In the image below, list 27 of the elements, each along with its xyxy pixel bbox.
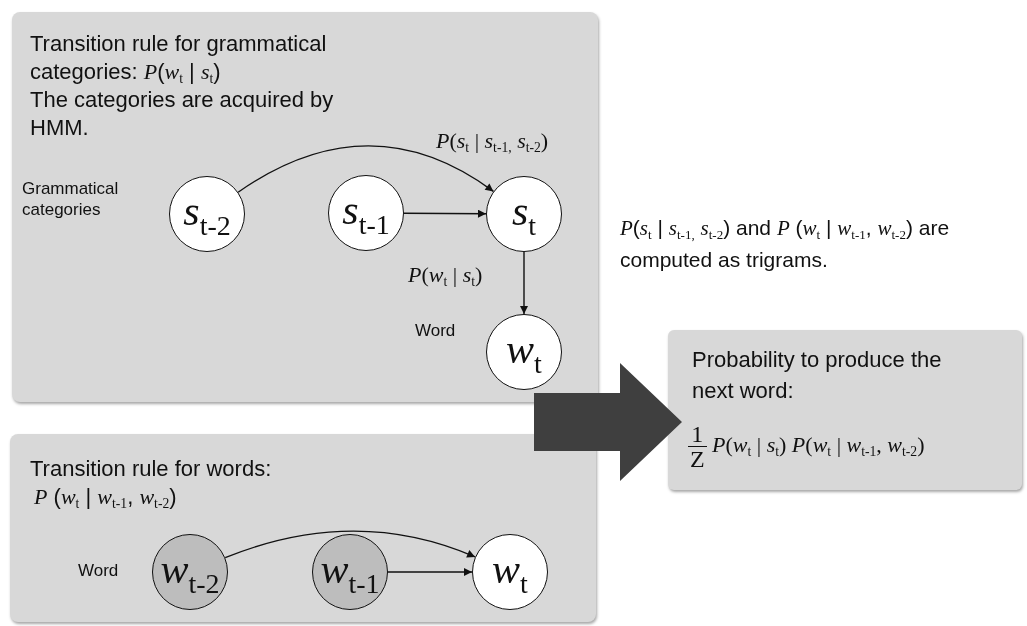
- row-label: Word: [415, 320, 457, 341]
- panel-heading: Transition rule for words:: [30, 455, 273, 483]
- result-box: [668, 330, 1022, 490]
- probability-formula: P(w$_{t}$ | s$_{t}$) P(w$_{t}$ | w$_{t-1}$, w$_{t-2}$): [712, 432, 925, 458]
- group-panel: [12, 12, 598, 402]
- panel-heading: The categories are acquired by HMM.: [30, 86, 335, 142]
- variable-circle: w$_{t-2}$: [152, 534, 228, 610]
- panel-heading: Transition rule for grammatical categories: P(w$_{t}$ | s$_{t}$): [30, 30, 328, 86]
- block-arrow: [534, 363, 682, 481]
- group-panel: [10, 434, 596, 622]
- fraction: 1 Z: [688, 422, 707, 471]
- panel-heading: P (w$_{t}$ | w$_{t-1}$, w$_{t-2}$): [34, 483, 178, 511]
- row-label: Grammatical categories: [22, 178, 120, 220]
- variable-circle: s$_{t-1}$: [328, 175, 404, 251]
- arrow: [403, 209, 487, 218]
- box-heading: Probability to produce the next word:: [692, 346, 942, 405]
- variable-circle: s$_{t-2}$: [169, 176, 245, 252]
- row-label: Word: [78, 560, 120, 581]
- note-text: P(s$_{t}$ | s$_{t-1,}$ s$_{t-2}$) and P (w$_{t}$ | w$_{t-1}$, w$_{t-2}$) are computed as trigrams.: [620, 215, 951, 273]
- variable-circle: w$_{t}$: [472, 534, 548, 610]
- arrow: [237, 145, 495, 193]
- arrow: [520, 251, 528, 315]
- variable-circle: w$_{t}$: [486, 314, 562, 390]
- variable-circle: w$_{t-1}$: [312, 534, 388, 610]
- arrow: [387, 568, 473, 576]
- variable-circle: s$_{t}$: [486, 176, 562, 252]
- arrow: [224, 530, 476, 559]
